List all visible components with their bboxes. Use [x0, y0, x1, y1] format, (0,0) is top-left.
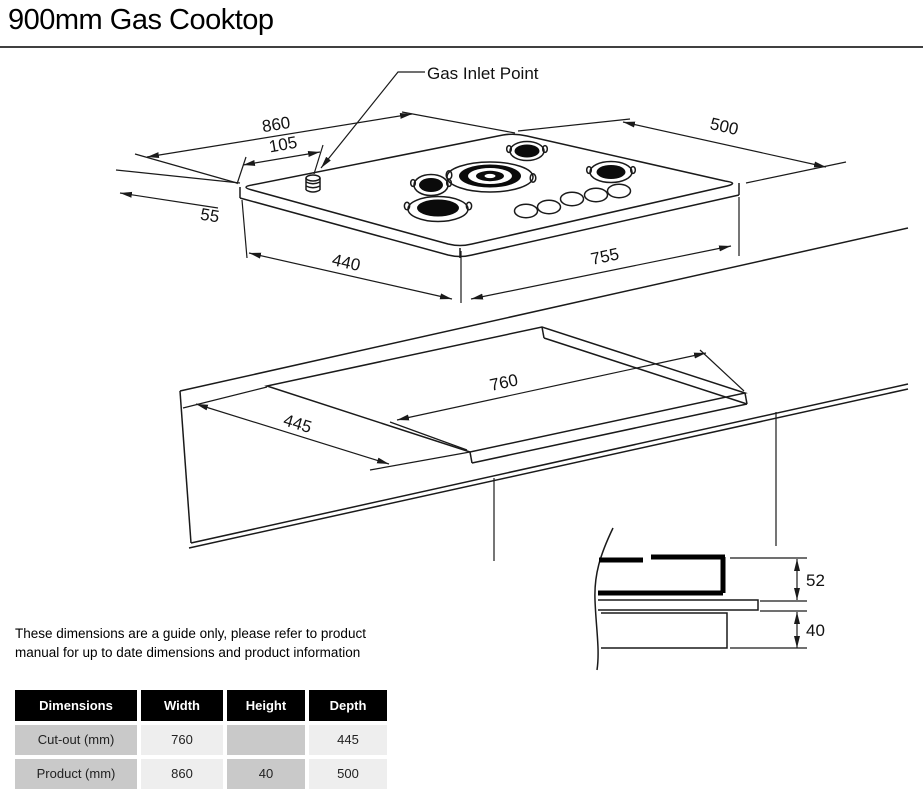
dim-cutout-width: 760 [389, 349, 745, 451]
dim-label-760: 760 [488, 370, 520, 394]
disclaimer-line-1: These dimensions are a guide only, pleas… [15, 626, 366, 641]
table-header-depth: Depth [309, 690, 387, 721]
disclaimer-text: These dimensions are a guide only, pleas… [15, 624, 415, 662]
dim-gas-inlet-offset: 105 [236, 133, 324, 185]
dim-product-width: 860 [134, 111, 516, 184]
cooktop-isometric-view: Gas Inlet Point 860 105 55 500 [115, 64, 847, 303]
burners [403, 140, 637, 223]
table-header-height: Height [227, 690, 305, 721]
left-burner [409, 173, 453, 197]
table-cell-cutout-depth: 445 [309, 725, 387, 755]
dim-label-440: 440 [330, 250, 362, 275]
dim-trim-depth: 440 [241, 199, 462, 303]
dim-label-105: 105 [267, 133, 298, 157]
cooktop-glass-outline [245, 133, 734, 247]
back-burner [505, 140, 549, 162]
dim-above-bench-height: 52 [730, 557, 825, 602]
dim-label-445: 445 [281, 411, 314, 437]
benchtop-cutout-view: 760 445 [179, 227, 909, 561]
dim-label-755: 755 [589, 244, 621, 268]
table-cell-product-depth: 500 [309, 759, 387, 789]
disclaimer-line-2: manual for up to date dimensions and pro… [15, 645, 361, 660]
page-title: 900mm Gas Cooktop [8, 4, 274, 36]
table-cell-product-height: 40 [227, 759, 305, 789]
dim-label-52: 52 [806, 571, 825, 590]
wok-burner [445, 161, 537, 193]
control-knobs [513, 183, 632, 219]
dim-cutout-depth: 445 [182, 386, 471, 471]
table-cell-cutout-label: Cut-out (mm) [15, 725, 137, 755]
table-cell-product-width: 860 [141, 759, 223, 789]
dim-label-500: 500 [708, 114, 740, 139]
dim-label-40: 40 [806, 621, 825, 640]
dim-label-860: 860 [261, 113, 292, 136]
cooktop-trim-edge [239, 194, 740, 258]
title-divider [0, 46, 923, 48]
dim-product-depth: 500 [517, 114, 847, 184]
front-burner [403, 195, 473, 223]
dim-gas-inlet-side-offset: 55 [115, 169, 241, 227]
table-header-width: Width [141, 690, 223, 721]
dimensions-table: Dimensions Width Height Depth Cut-out (m… [15, 690, 387, 789]
right-burner [585, 160, 637, 184]
gas-inlet-callout: Gas Inlet Point [320, 64, 539, 169]
dim-label-55: 55 [199, 205, 221, 227]
gas-inlet-icon [305, 174, 321, 193]
table-cell-product-label: Product (mm) [15, 759, 137, 789]
dim-trim-width: 755 [470, 197, 740, 300]
table-cell-cutout-width: 760 [141, 725, 223, 755]
technical-drawing: Gas Inlet Point 860 105 55 500 [115, 64, 909, 671]
table-cell-cutout-height [227, 725, 305, 755]
dim-bench-thickness: 40 [730, 610, 825, 649]
table-header-dimensions: Dimensions [15, 690, 137, 721]
install-profile-view: 52 40 [594, 527, 825, 671]
gas-inlet-label: Gas Inlet Point [427, 64, 539, 83]
